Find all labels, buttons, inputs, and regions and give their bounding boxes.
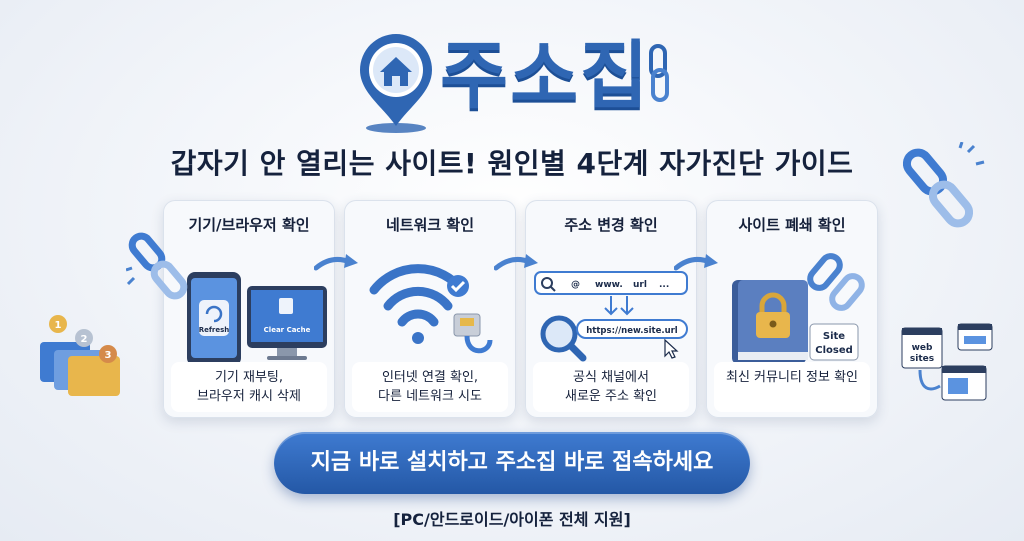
address-illustration: @ www. url ... https://new.site.url [534, 271, 688, 362]
brand-logo: 주소집 [352, 22, 672, 134]
locked-book-icon [732, 280, 808, 364]
brand-name: 주소집 [440, 33, 651, 119]
clear-cache-label: Clear Cache [264, 326, 311, 334]
step-description: 인터넷 연결 확인, 다른 네트워크 시도 [352, 362, 508, 412]
install-cta-button[interactable]: 지금 바로 설치하고 주소집 바로 접속하세요 [274, 432, 750, 494]
arrow-right-icon [314, 254, 358, 271]
step-title: 기기/브라우저 확인 [188, 216, 310, 234]
device-browser-illustration: Refresh Clear Cache [187, 272, 327, 366]
arrow-right-icon [674, 254, 718, 271]
step-card-closed: 사이트 폐쇄 확인 Site Closed 최신 커뮤니티 정보 확인 [706, 200, 878, 418]
closed-label: Closed [815, 345, 853, 356]
svg-text:sites: sites [910, 354, 934, 364]
chain-link-icon [902, 142, 985, 228]
at-label: @ [571, 280, 580, 290]
browser-window-icon: web sites [901, 323, 993, 401]
step-card-address: 주소 변경 확인 @ www. url ... https://new.site… [525, 200, 697, 418]
network-illustration [369, 264, 493, 354]
svg-text:1: 1 [55, 320, 62, 331]
step-title: 네트워크 확인 [385, 216, 475, 234]
step-card-device: 기기/브라우저 확인 Refresh Clear Cache 기기 재부팅, 브… [163, 200, 335, 418]
step-description: 최신 커뮤니티 정보 확인 [714, 362, 870, 412]
chain-link-icon [807, 253, 865, 311]
svg-text:web: web [912, 343, 933, 353]
page-headline: 갑자기 안 열리는 사이트! 원인별 4단계 자가진단 가이드 [170, 147, 854, 180]
smartphone-icon: Refresh [187, 272, 241, 366]
ethernet-cable-icon [453, 313, 493, 354]
step-card-network: 네트워크 확인 인터넷 연결 확인, 다른 네트워크 시도 [344, 200, 516, 418]
closed-site-illustration: Site Closed [732, 253, 865, 364]
medal-icon: 1 2 3 [49, 315, 117, 363]
search-icon [541, 277, 556, 292]
chain-link-icon [126, 232, 188, 300]
svg-text:2: 2 [81, 334, 88, 345]
svg-text:3: 3 [105, 350, 112, 361]
folder-icon: 1 2 3 [40, 315, 120, 396]
ellipsis-label: ... [659, 280, 669, 290]
monitor-icon: Clear Cache [247, 286, 327, 360]
refresh-label: Refresh [199, 326, 230, 334]
www-label: www. [595, 280, 623, 290]
check-icon [447, 275, 469, 297]
step-description: 공식 채널에서 새로운 주소 확인 [533, 362, 689, 412]
step-title: 주소 변경 확인 [564, 216, 658, 234]
new-url-label: https://new.site.url [586, 326, 678, 336]
step-description: 기기 재부팅, 브라우저 캐시 삭제 [171, 362, 327, 412]
step-title: 사이트 폐쇄 확인 [738, 216, 846, 234]
url-label: url [633, 280, 647, 290]
magnifier-icon [540, 315, 587, 362]
wifi-icon [369, 264, 467, 344]
arrow-right-icon [494, 254, 538, 271]
platform-support-text: [PC/안드로이드/아이폰 전체 지원] [393, 510, 631, 529]
cursor-icon [664, 338, 679, 359]
site-label: Site [823, 331, 845, 342]
house-pin-icon [360, 34, 432, 133]
chain-link-icon [649, 44, 669, 102]
